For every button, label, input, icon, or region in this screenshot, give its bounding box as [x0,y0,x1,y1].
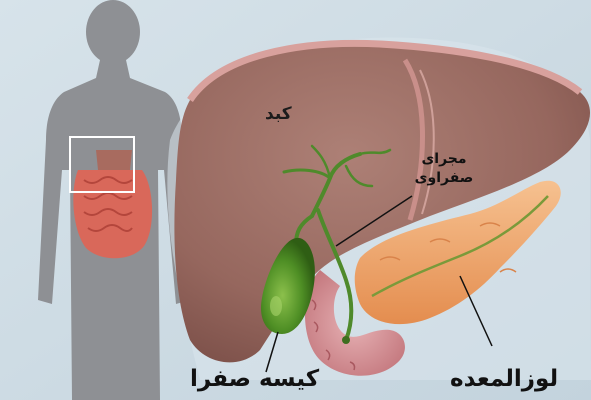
bile-duct-label: مجرای صفراوی [402,150,486,188]
pancreas-label: لوزالمعده [450,366,558,392]
gallbladder-label: کیسه صفرا [190,366,319,392]
liver-label: کبد [265,104,292,124]
